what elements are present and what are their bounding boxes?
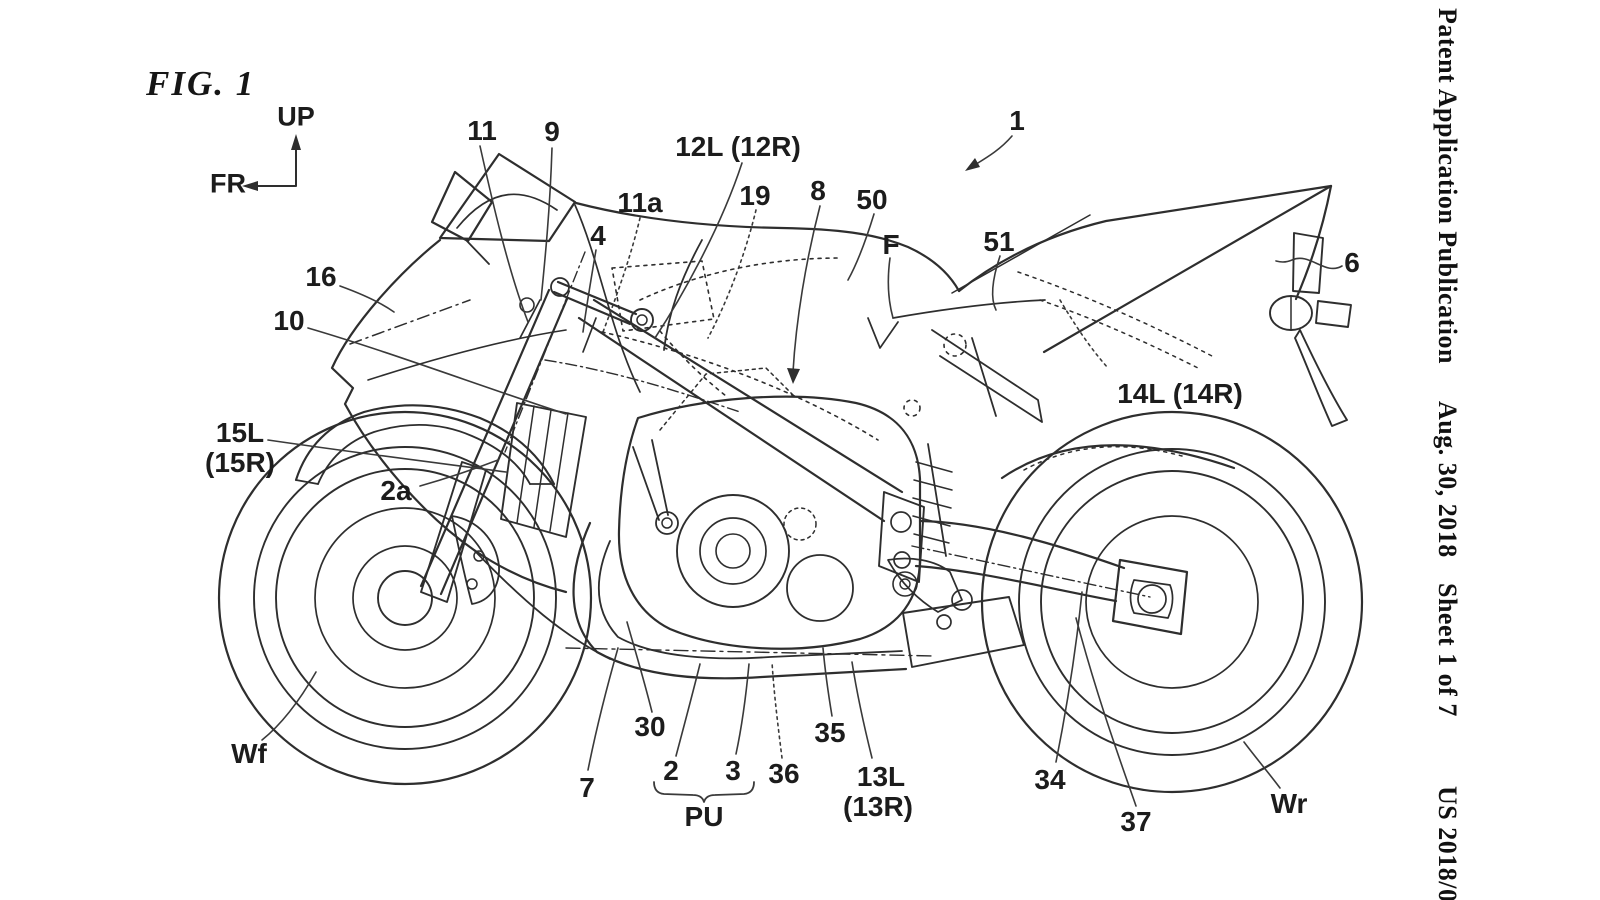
callout-2: 2 (663, 755, 679, 786)
callout-37: 37 (1120, 806, 1152, 837)
callout-Wf: Wf (231, 738, 267, 769)
rear-wheel (980, 410, 1364, 794)
orientation-axes (242, 134, 301, 191)
callout-19: 19 (739, 180, 771, 211)
header-publication: Patent Application Publication (1433, 8, 1462, 364)
tail-light-hanger (1269, 232, 1352, 427)
callout-34: 34 (1034, 764, 1066, 795)
callout-F: F (882, 229, 900, 260)
callout-2a: 2a (380, 475, 412, 506)
callout-3: 3 (725, 755, 741, 786)
callout-13R: (13R) (842, 791, 914, 822)
front-wheel (217, 410, 593, 786)
swingarm (911, 444, 1236, 636)
callout-35: 35 (814, 717, 846, 748)
callout-PU: PU (684, 801, 724, 832)
axis-label-up: UP (277, 101, 315, 132)
exhaust (473, 521, 1025, 680)
hidden-dotted (601, 257, 967, 441)
callout-4: 4 (590, 220, 606, 251)
bodywork-top (574, 184, 1333, 369)
callout-36: 36 (768, 758, 800, 789)
windscreen-mirror (430, 152, 577, 265)
engine (617, 367, 922, 650)
callout-1: 1 (1009, 105, 1025, 136)
callout-16: 16 (305, 261, 337, 292)
callout-15L: 15L (215, 417, 265, 448)
callout-8: 8 (810, 175, 826, 206)
callout-14L-14R: 14L (14R) (1117, 378, 1243, 409)
axis-label-fr: FR (210, 168, 246, 199)
subframe (912, 329, 1043, 557)
callout-12L-12R: 12L (12R) (675, 131, 801, 162)
header-sheet: Sheet 1 of 7 (1433, 582, 1462, 717)
page-header-vertical: Patent Application Publication Aug. 30, … (1432, 8, 1462, 900)
callout-13L: 13L (856, 761, 906, 792)
callout-9: 9 (544, 116, 560, 147)
callout-7: 7 (579, 772, 595, 803)
callout-11: 11 (467, 115, 497, 146)
header-doc-number: US 2018/0244333 A1 (1433, 786, 1462, 900)
callout-15R: (15R) (204, 447, 276, 478)
callout-51: 51 (983, 226, 1015, 257)
callout-30: 30 (634, 711, 666, 742)
callout-11a: 11a (617, 187, 663, 218)
callout-6: 6 (1344, 247, 1360, 278)
header-date: Aug. 30, 2018 (1433, 400, 1462, 558)
footpeg-bracket (887, 557, 973, 630)
handlebar (519, 277, 654, 353)
front-fender (294, 404, 556, 486)
figure-title: FIG. 1 (146, 64, 256, 103)
frame (577, 298, 925, 583)
callout-Wr: Wr (1270, 788, 1308, 819)
callout-leader-lines (261, 135, 1343, 807)
front-fork (419, 251, 586, 605)
callout-50: 50 (856, 184, 888, 215)
callout-10: 10 (273, 305, 305, 336)
